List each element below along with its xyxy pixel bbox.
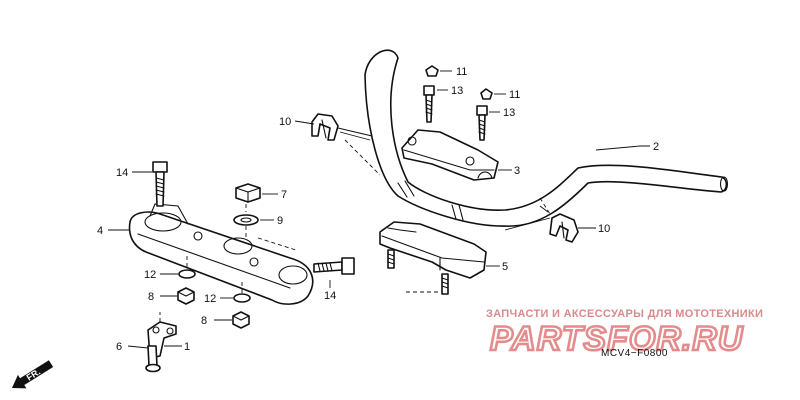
callout-10: 10 — [598, 223, 610, 235]
callout-14: 14 — [324, 290, 336, 302]
callout-8: 8 — [201, 315, 207, 327]
callout-7: 7 — [281, 189, 287, 201]
callout-10: 10 — [279, 116, 291, 128]
watermark-logo: PARTSFOR.RU — [490, 320, 744, 358]
bolt-part-13-left — [423, 85, 435, 123]
callout-leaders — [108, 70, 650, 349]
nut-part-7 — [235, 183, 261, 203]
callout-2: 2 — [653, 141, 659, 153]
wire-clip-part-10-right — [504, 205, 579, 243]
leader-line — [539, 197, 551, 215]
top-bridge-part-4 — [128, 203, 314, 305]
callout-12: 12 — [144, 269, 156, 281]
bolt-part-13-right — [476, 105, 488, 141]
callout-3: 3 — [514, 165, 520, 177]
diagram-code: MCV4−F0800 — [601, 348, 668, 359]
bolt-part-6 — [145, 345, 161, 373]
watermark: ЗАПЧАСТИ И АКСЕССУАРЫ ДЛЯ МОТОТЕХНИКИ PA… — [486, 308, 763, 359]
washer-part-12-right — [233, 293, 251, 303]
callout-4: 4 — [97, 225, 103, 237]
nut-part-8-right — [232, 311, 250, 329]
callout-11: 11 — [456, 66, 467, 78]
callout-13: 13 — [451, 85, 463, 97]
leader-line — [257, 237, 297, 251]
callout-labels: 11 13 11 13 10 3 2 10 5 14 7 9 4 12 8 12… — [97, 66, 659, 353]
washer-part-9 — [233, 214, 259, 226]
nut-part-8-left — [177, 287, 195, 305]
washer-part-12-left — [178, 269, 196, 279]
callout-12: 12 — [204, 293, 216, 305]
callout-11: 11 — [509, 89, 520, 101]
callout-6: 6 — [116, 341, 122, 353]
front-direction-arrow: FR. — [12, 360, 54, 389]
callout-13: 13 — [503, 107, 515, 119]
callout-9: 9 — [277, 215, 283, 227]
callout-1: 1 — [184, 341, 190, 353]
cap-part-11-right — [480, 88, 493, 100]
cap-part-11-left — [425, 65, 439, 77]
wire-clip-part-10-left — [311, 113, 373, 141]
lower-holder-part-5 — [379, 221, 487, 295]
upper-holder-part-3 — [401, 129, 499, 181]
handlebar-part-2 — [364, 49, 729, 227]
bolt-part-14-upper — [152, 161, 168, 207]
leader-line — [344, 139, 381, 176]
callout-5: 5 — [502, 261, 508, 273]
bolt-part-14-lower — [313, 257, 355, 275]
watermark-caption: ЗАПЧАСТИ И АКСЕССУАРЫ ДЛЯ МОТОТЕХНИКИ — [486, 308, 763, 320]
callout-8: 8 — [148, 291, 154, 303]
callout-14: 14 — [116, 167, 128, 179]
